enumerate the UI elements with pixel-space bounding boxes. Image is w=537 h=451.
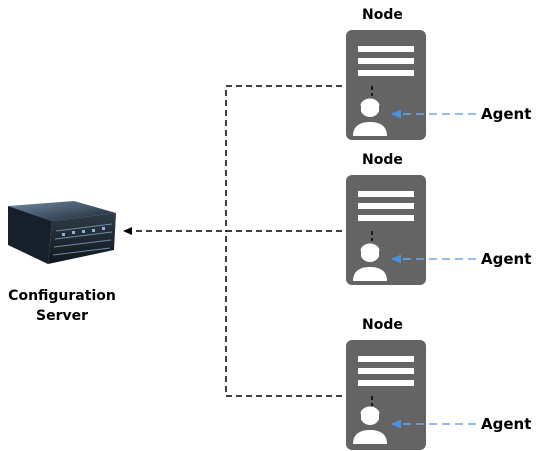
config-connectors — [123, 85, 372, 397]
agent-2-icon — [353, 241, 387, 281]
server-label-line1: Configuration — [8, 288, 116, 304]
node-1-icon — [346, 30, 426, 140]
agent-2-label: Agent — [481, 250, 532, 268]
server-label-line2: Server — [35, 308, 88, 324]
node-2-title: Node — [362, 152, 403, 168]
agent-3-label: Agent — [481, 415, 532, 433]
agent-connectors — [391, 109, 476, 429]
agent-3-icon — [353, 404, 387, 444]
agent-1-label: Agent — [481, 105, 532, 123]
node-1-title: Node — [362, 7, 403, 23]
agent-1-icon — [353, 96, 387, 136]
node-3-title: Node — [362, 317, 403, 333]
node-3-connector — [225, 231, 372, 397]
node-1-connector — [225, 85, 372, 231]
configuration-server-label: Configuration Server — [0, 286, 124, 326]
rack-server-icon — [8, 201, 116, 264]
node-2-icon — [346, 175, 426, 285]
